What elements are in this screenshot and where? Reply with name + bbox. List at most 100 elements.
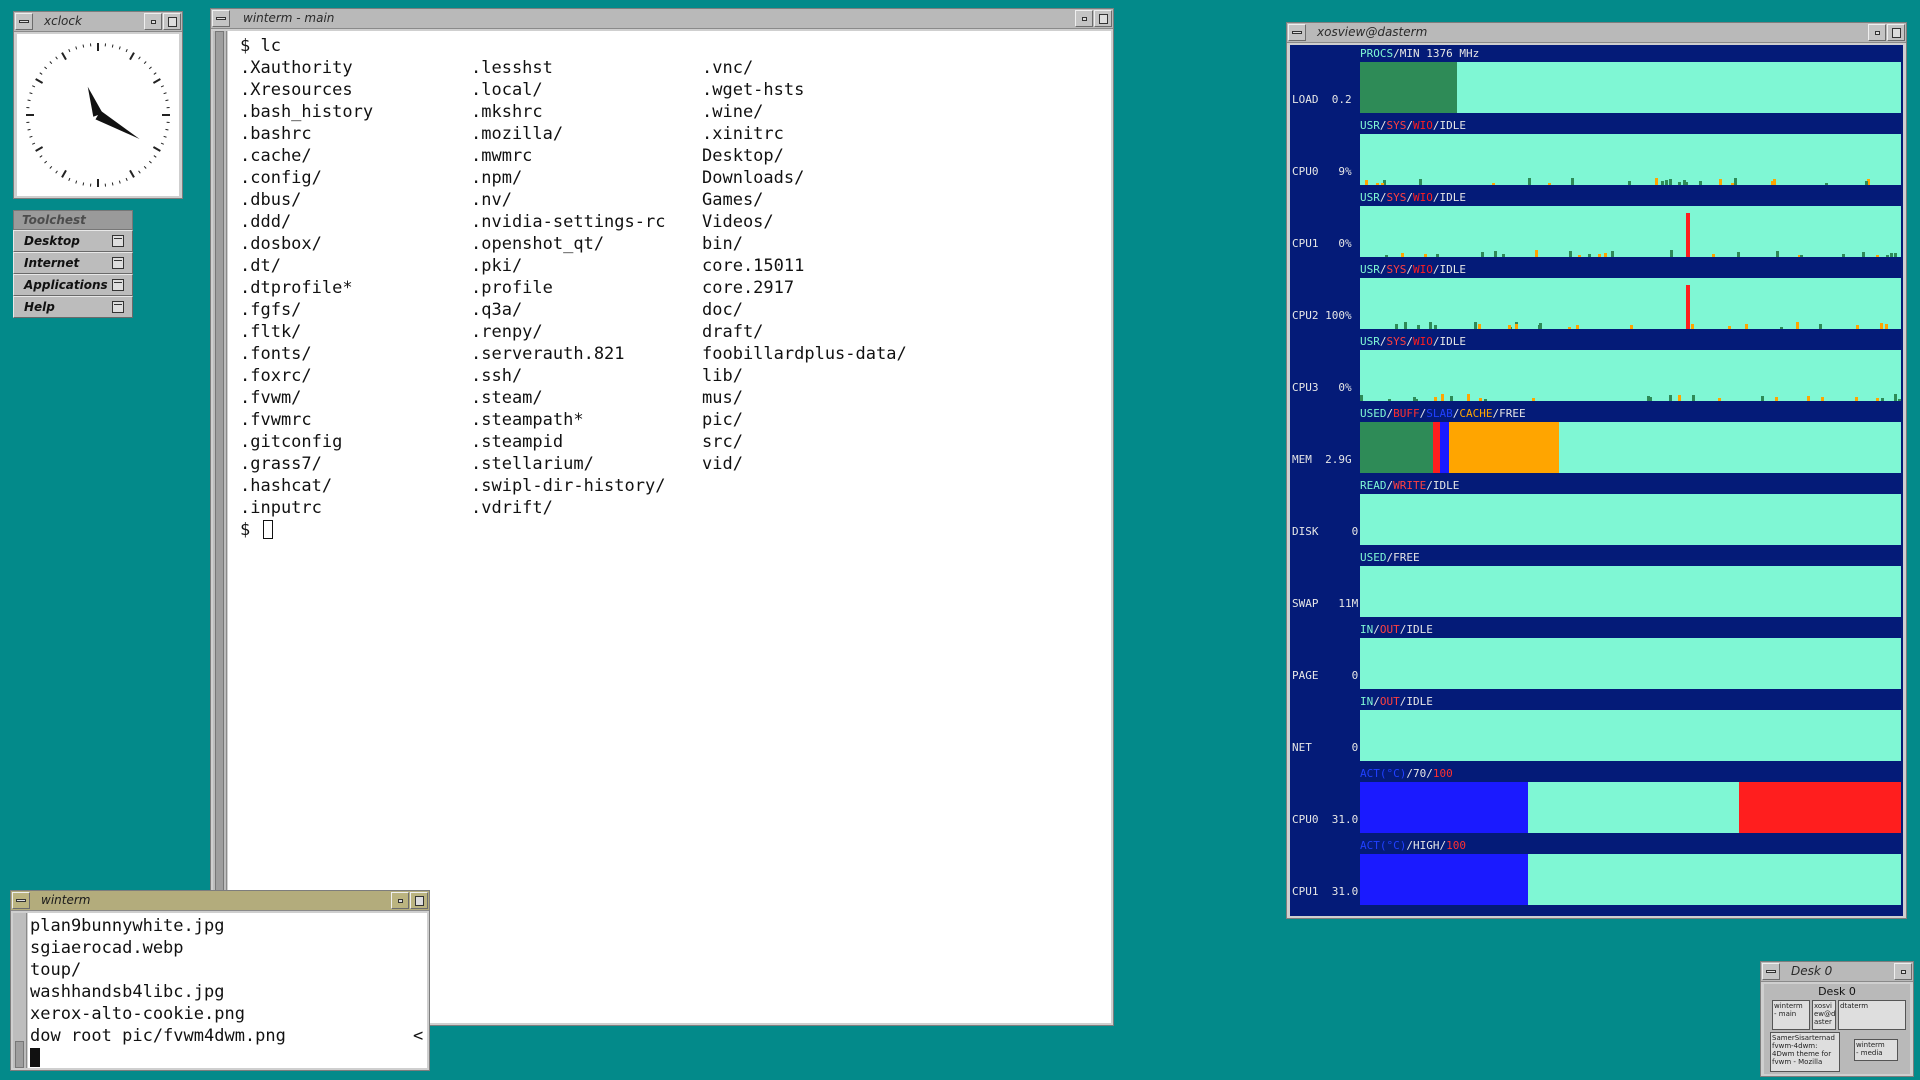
clock-tick [27, 99, 31, 102]
output-line: toup/ [30, 960, 82, 980]
meter-spike [1630, 325, 1633, 329]
clock-tick [129, 52, 135, 61]
minimize-button[interactable] [1075, 10, 1093, 27]
legend-segment: / [1406, 119, 1413, 132]
clock-tick [125, 49, 128, 53]
meter-spike [1588, 254, 1591, 257]
toolchest-item-desktop[interactable]: Desktop [13, 230, 133, 252]
meter-spike [1881, 398, 1884, 401]
xclock-titlebar[interactable]: xclock [14, 12, 182, 32]
text-cursor [263, 520, 274, 539]
pager-mini-window[interactable]: winterm - main [1772, 1000, 1810, 1030]
pager-mini-window[interactable]: SamerSisarternad fvwm-4dwm: 4Dwm theme f… [1770, 1032, 1840, 1072]
meter-spike [1548, 183, 1551, 185]
toolchest-item-internet[interactable]: Internet [13, 252, 133, 274]
listing-entry: .gitconfig [240, 432, 343, 452]
meter-legend: PROCS/MIN 1376 MHz [1360, 47, 1479, 60]
window-menu-button[interactable] [1288, 24, 1306, 41]
cascade-icon [112, 279, 124, 291]
legend-segment: WIO [1413, 191, 1433, 204]
text-cursor [30, 1048, 40, 1067]
meter-spike [1712, 254, 1715, 257]
clock-tick [163, 135, 167, 138]
window-menu-button[interactable] [1762, 963, 1780, 980]
legend-segment: 100 [1432, 767, 1453, 780]
cascade-icon [112, 301, 124, 313]
clock-tick [75, 180, 78, 184]
terminal-scrollbar[interactable] [213, 31, 227, 1023]
clock-face [17, 34, 179, 196]
listing-entry: .grass7/ [240, 454, 322, 474]
legend-segment: OUT [1379, 623, 1400, 636]
maximize-button[interactable] [1887, 24, 1905, 41]
meter-spike [1761, 396, 1764, 401]
listing-entry: .fgfs/ [240, 300, 302, 320]
scrollbar-thumb[interactable] [15, 1041, 24, 1068]
clock-tick [49, 165, 53, 169]
meter-spike [1415, 399, 1418, 401]
window-title: Desk 0 [1791, 964, 1833, 978]
clock-tick [32, 85, 36, 88]
meter-spike [1478, 324, 1481, 329]
cascade-icon [112, 257, 124, 269]
listing-entry: .steampid [471, 432, 564, 452]
pager-mini-window[interactable]: winterm - media [1854, 1039, 1898, 1061]
pager-mini-window[interactable]: xosvi ew@d aster [1812, 1000, 1836, 1030]
pager-titlebar[interactable]: Desk 0 [1761, 962, 1913, 982]
maximize-icon [1099, 14, 1108, 24]
meter-legend: READ/WRITE/IDLE [1360, 479, 1459, 492]
meter-spike [1775, 397, 1778, 401]
listing-entry: vid/ [702, 454, 743, 474]
clock-tick [118, 180, 121, 184]
toolchest-item-help[interactable]: Help [13, 296, 133, 318]
window-title: winterm - main [243, 11, 335, 25]
listing-entry: .Xauthority [240, 58, 353, 78]
window-menu-button[interactable] [12, 892, 30, 909]
clock-tick [143, 165, 147, 169]
maximize-button[interactable] [410, 892, 428, 909]
listing-entry: .ssh/ [471, 366, 523, 386]
minimize-button[interactable] [1894, 963, 1912, 980]
meter-spike [1515, 324, 1518, 329]
meter-spike [1661, 181, 1664, 185]
minimize-button[interactable] [391, 892, 409, 909]
maximize-button[interactable] [1094, 10, 1112, 27]
listing-entry: .mkshrc [471, 102, 543, 122]
winterm-main-titlebar[interactable]: winterm - main [211, 9, 1113, 29]
pager-desk-0[interactable]: Desk 0 winterm - main xosvi ew@d aster d… [1764, 984, 1910, 1074]
pager-mini-window[interactable]: dtaterm [1838, 1000, 1906, 1030]
legend-segment: /FREE [1386, 551, 1420, 564]
meter-spike [1718, 398, 1721, 401]
terminal-area[interactable]: $ lc .Xauthority.Xresources.bash_history… [228, 31, 1111, 1023]
window-menu-button[interactable] [15, 13, 33, 30]
maximize-button[interactable] [163, 13, 181, 30]
listing-entry: Downloads/ [702, 168, 805, 188]
clock-tick [32, 142, 36, 145]
legend-segment: /IDLE [1399, 623, 1433, 636]
meter-spike [1494, 251, 1497, 257]
minimize-button[interactable] [1868, 24, 1886, 41]
clock-tick [118, 46, 121, 50]
winterm-main-window: winterm - main $ lc .Xauthority.Xresourc… [210, 8, 1114, 1026]
legend-segment: /HIGH/ [1406, 839, 1447, 852]
meter-spike [1481, 252, 1484, 257]
toolchest-item-applications[interactable]: Applications [13, 274, 133, 296]
legend-segment: USED [1360, 407, 1387, 420]
window-menu-button[interactable] [212, 10, 230, 27]
meter-spike [1578, 255, 1581, 257]
legend-segment: ACT [1360, 839, 1380, 852]
prompt-line: $ [240, 519, 274, 541]
winterm-titlebar[interactable]: winterm [11, 891, 429, 911]
listing-entry: .dbus/ [240, 190, 302, 210]
minimize-button[interactable] [144, 13, 162, 30]
terminal-scrollbar[interactable] [13, 913, 27, 1068]
clock-tick [153, 72, 157, 75]
clock-tick [55, 56, 58, 60]
meter-spike [1819, 324, 1822, 329]
meter-label: NET 0 [1292, 741, 1359, 754]
xosview-titlebar[interactable]: xosview@dasterm [1287, 23, 1906, 43]
scrollbar-thumb[interactable] [215, 31, 224, 1021]
meter-spike [1670, 250, 1673, 257]
